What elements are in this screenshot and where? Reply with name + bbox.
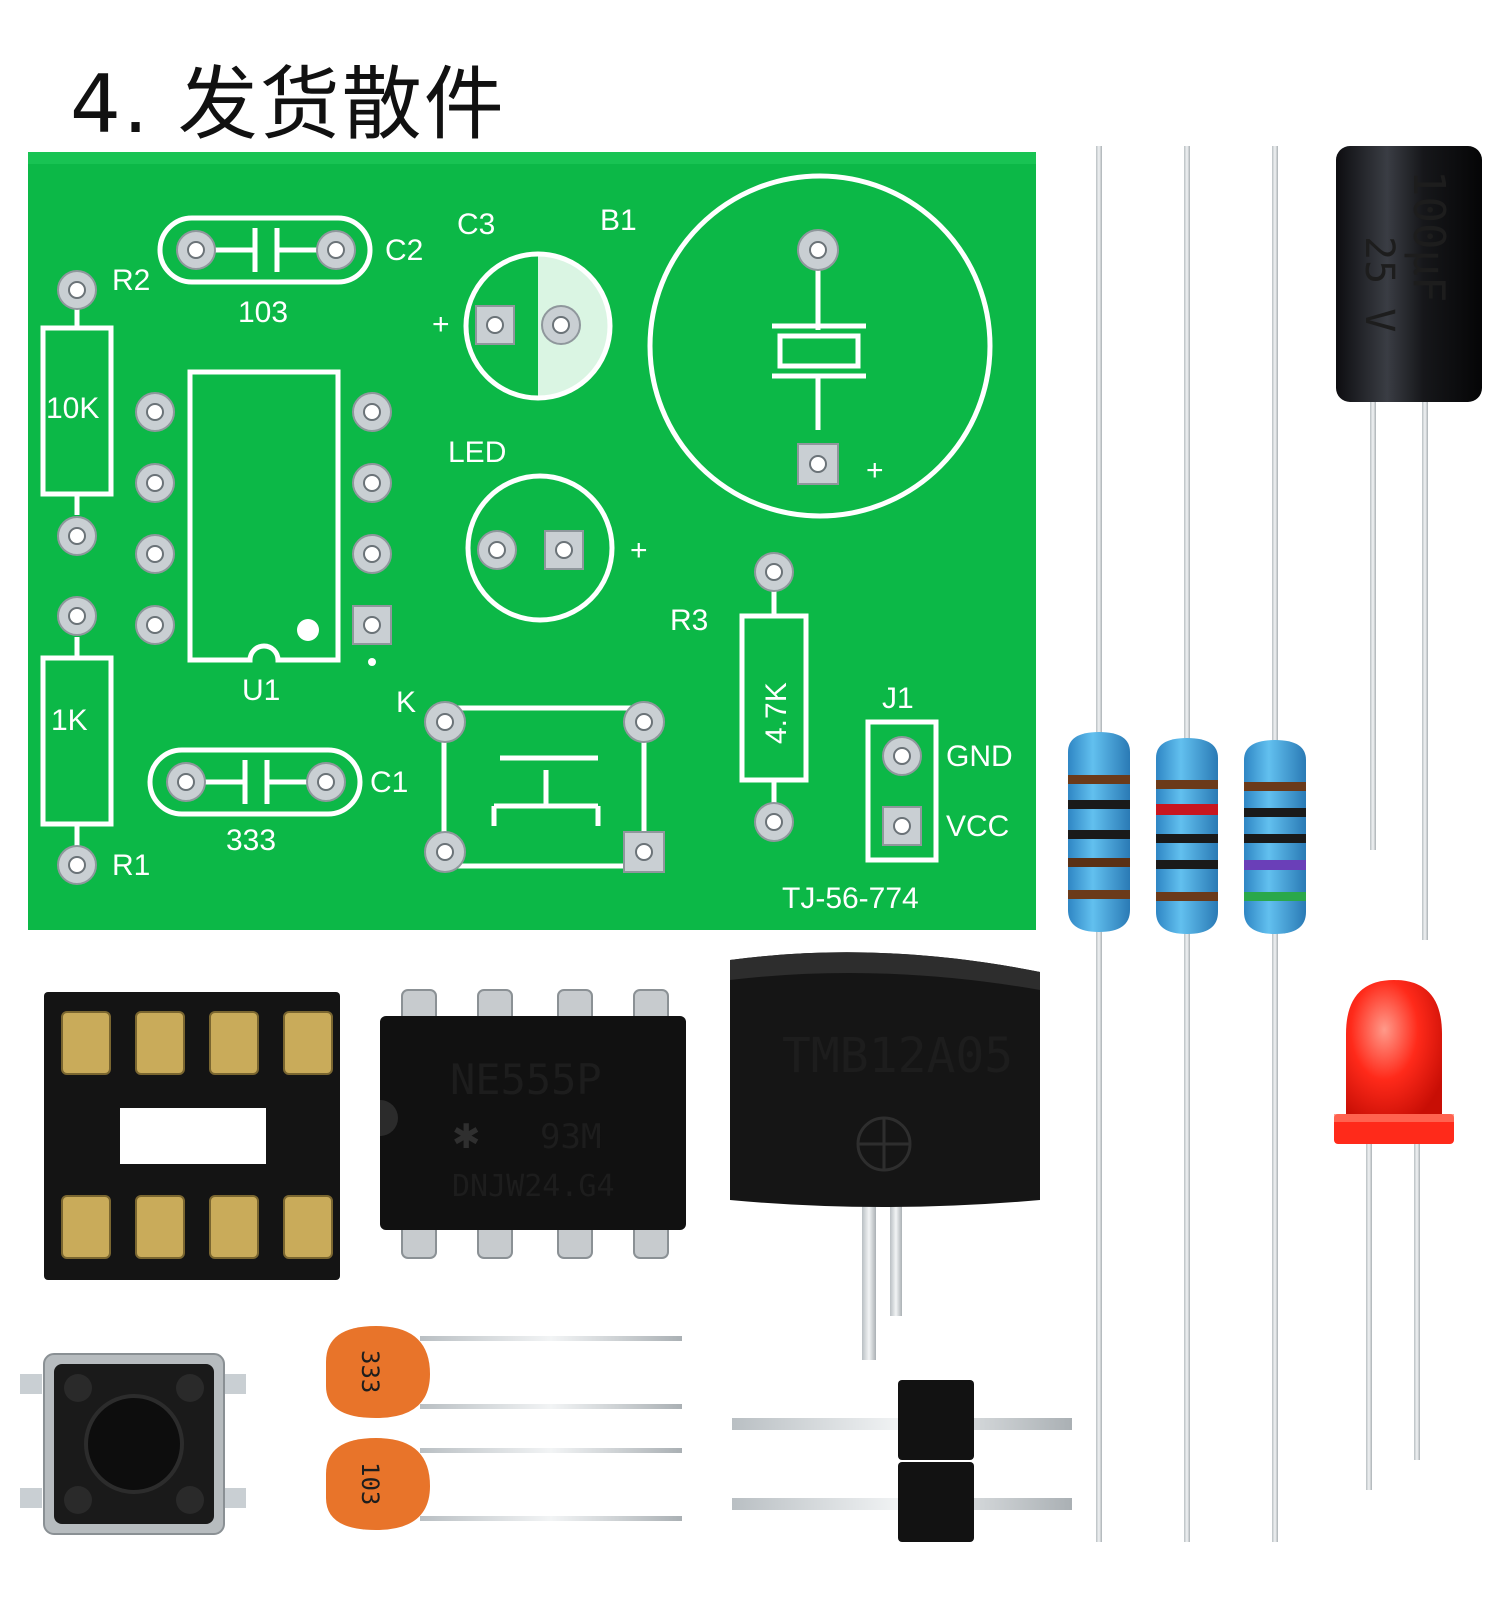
resistor-b — [1156, 146, 1218, 1542]
pin-header — [732, 1380, 1072, 1542]
c2-label: C2 — [385, 234, 423, 267]
led-plus-label: + — [630, 534, 648, 567]
u1-pads — [135, 392, 392, 666]
r3-label: R3 — [670, 604, 708, 637]
capacitor-voltage-text: 25 V — [1356, 236, 1402, 332]
resistor-c — [1244, 146, 1306, 1542]
vcc-label: VCC — [946, 810, 1009, 843]
c2-outline — [157, 215, 373, 285]
led-outline — [465, 473, 615, 623]
buzzer-label-text: TMB12A05 — [782, 1028, 1013, 1084]
b1-plus-label: + — [866, 454, 884, 487]
ic-line2-text: 93M — [540, 1117, 601, 1157]
r1-value-label: 1K — [51, 704, 88, 737]
ceramic-capacitor-333: 333 — [326, 1326, 682, 1418]
r3-value-label: 4.7K — [760, 682, 793, 744]
ceramic-capacitor-103: 103 — [326, 1438, 682, 1530]
j1-outline — [865, 719, 939, 863]
page-title: 4. 发货散件 — [70, 58, 506, 151]
ne555-chip: NE555P 93M DNJW24.G4 ✱ — [380, 989, 686, 1259]
r2-value-label: 10K — [46, 392, 99, 425]
c2-value-label: 103 — [238, 296, 288, 329]
resistor-a — [1068, 146, 1130, 1542]
c1-label: C1 — [370, 766, 408, 799]
u1-outline — [187, 369, 341, 663]
b1-label: B1 — [600, 204, 637, 237]
ic-line3-text: DNJW24.G4 — [452, 1169, 615, 1204]
k-label: K — [396, 686, 416, 719]
r1-label: R1 — [112, 849, 150, 882]
r2-label: R2 — [112, 264, 150, 297]
ic-line1-text: NE555P — [450, 1055, 602, 1104]
ceramic-333-text: 333 — [356, 1350, 384, 1393]
svg-text:✱: ✱ — [452, 1117, 481, 1157]
j1-label: J1 — [882, 682, 914, 715]
red-led — [1334, 980, 1454, 1490]
u1-label: U1 — [242, 674, 280, 707]
c3-label: C3 — [457, 208, 495, 241]
ceramic-103-text: 103 — [356, 1462, 384, 1505]
pcb-board: R2 10K 1K R1 C2 103 C1 333 — [28, 152, 1036, 930]
tactile-switch — [20, 1353, 246, 1535]
ic-socket — [44, 992, 340, 1280]
capacitor-value-text: 100μF — [1403, 170, 1454, 302]
board-id-label: TJ-56-774 — [782, 882, 919, 915]
c1-value-label: 333 — [226, 824, 276, 857]
c3-plus-label: + — [432, 308, 450, 341]
k-outline — [441, 705, 647, 869]
electrolytic-capacitor: 100μF 25 V — [1336, 146, 1482, 940]
led-label: LED — [448, 436, 506, 469]
gnd-label: GND — [946, 740, 1013, 773]
c1-outline — [147, 747, 363, 817]
b1-outline — [647, 173, 993, 519]
buzzer: TMB12A05 — [730, 952, 1040, 1360]
